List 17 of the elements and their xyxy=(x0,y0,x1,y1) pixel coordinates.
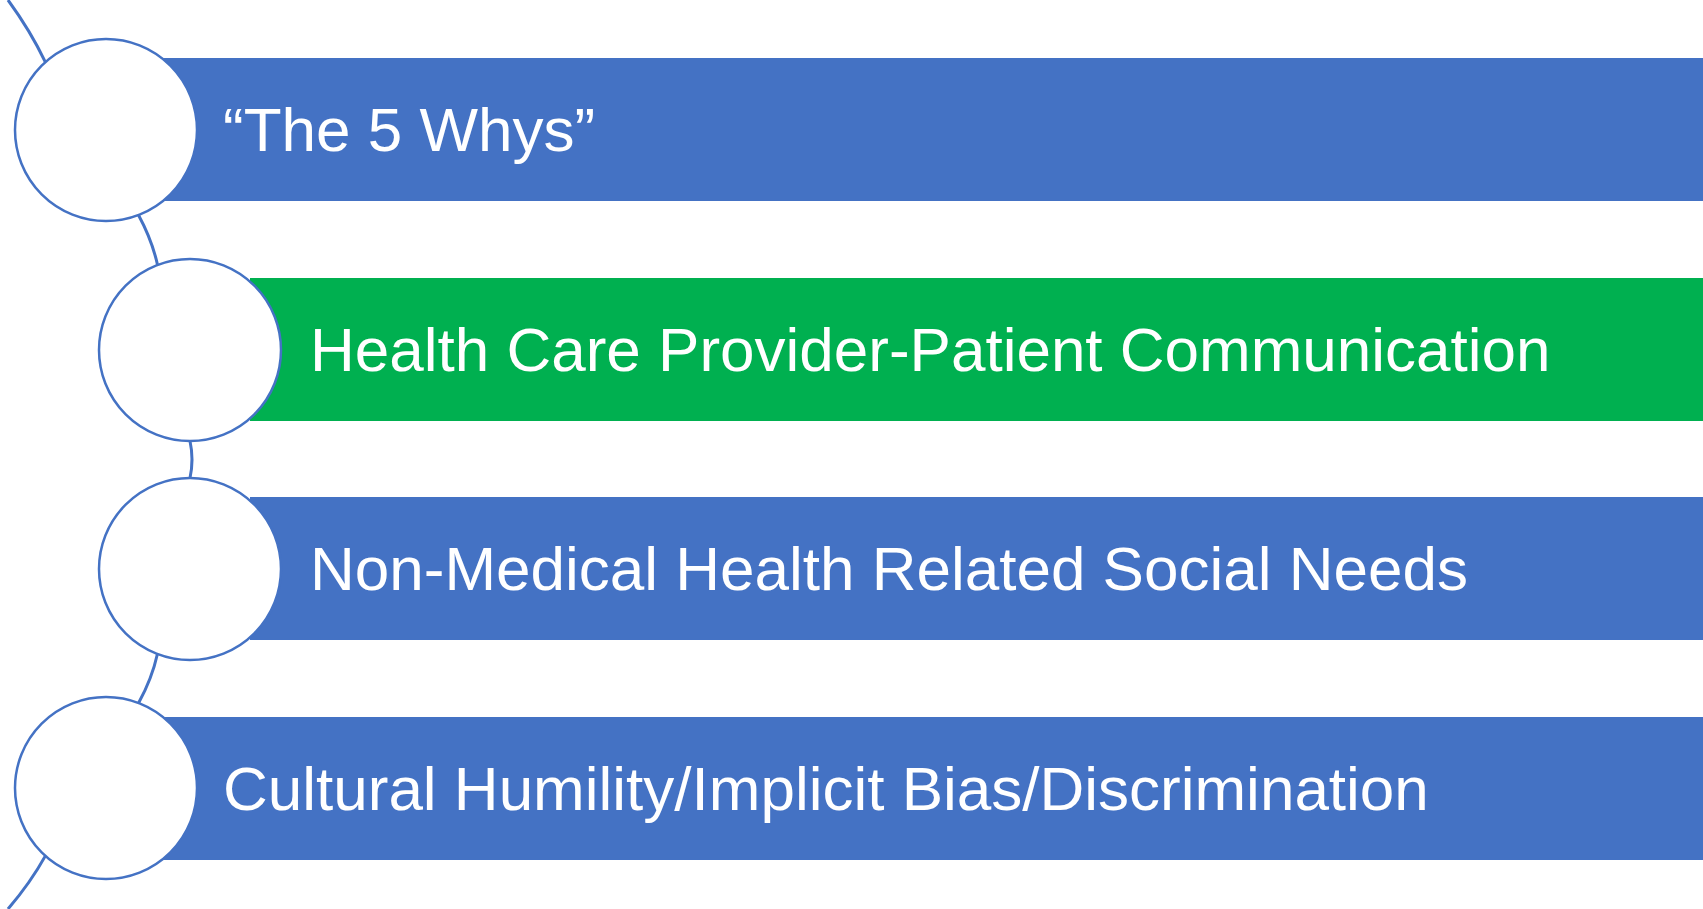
list-bar xyxy=(250,278,1703,421)
bar-text: “The 5 Whys” xyxy=(223,94,596,165)
curved-line xyxy=(188,440,194,479)
list-bar xyxy=(250,497,1703,640)
list-circle xyxy=(13,695,199,881)
list-circle xyxy=(97,476,283,662)
curved-line xyxy=(137,653,159,704)
curved-line xyxy=(6,855,47,909)
curved-line xyxy=(137,214,159,266)
bar-text: Cultural Humility/Implicit Bias/Discrimination xyxy=(223,753,1429,824)
list-bar xyxy=(163,717,1703,860)
bar-text: Health Care Provider-Patient Communication xyxy=(310,314,1551,385)
curved-line xyxy=(6,0,47,63)
list-bar xyxy=(163,58,1703,201)
bar-text: Non-Medical Health Related Social Needs xyxy=(310,533,1468,604)
list-circle xyxy=(13,37,199,223)
list-circle xyxy=(97,257,283,443)
